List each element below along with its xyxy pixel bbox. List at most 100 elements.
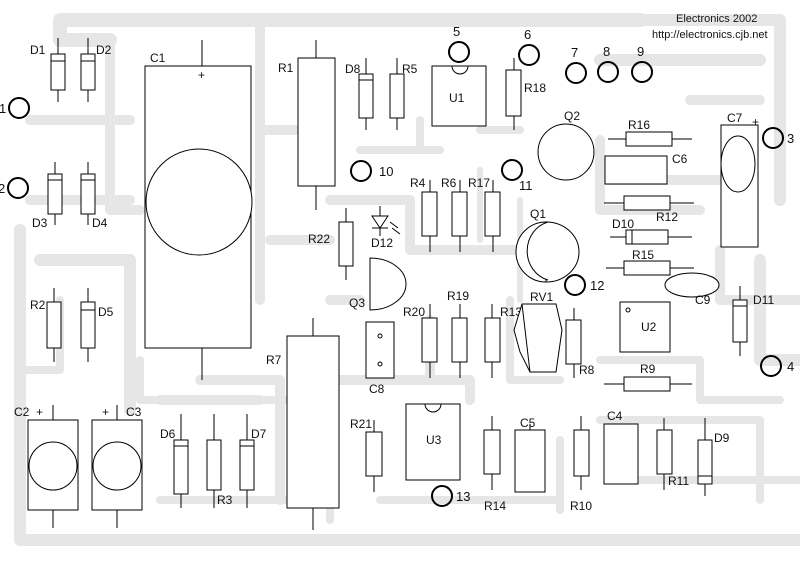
resistor-r11: R11 [656, 418, 689, 490]
pad-number-8: 8 [603, 44, 610, 59]
connection-pad-8: 8 [597, 44, 619, 83]
resistor-r10: R10 [570, 416, 592, 513]
label-d12: D12 [371, 236, 393, 250]
label-d3: D3 [32, 216, 48, 230]
capacitor-c4: C4 [603, 409, 639, 485]
diode-d5: D5 [80, 288, 114, 362]
label-r3: R3 [217, 493, 233, 507]
label-r13: R13 [500, 305, 522, 319]
connection-pad-2: 2 [0, 177, 29, 199]
diode-d8: D8 [345, 58, 374, 130]
led-d12: D12 [371, 206, 401, 250]
label-r5: R5 [402, 62, 418, 76]
c1-plus-sign: + [198, 68, 205, 82]
diode-d3: D3 [32, 162, 63, 230]
pad-number-2: 2 [0, 181, 5, 196]
header-title: Electronics 2002 [676, 13, 757, 25]
label-d2: D2 [96, 43, 112, 57]
label-c8: C8 [369, 382, 385, 396]
resistor-r5: R5 [389, 58, 418, 130]
resistor-r17: R17 [468, 176, 501, 252]
label-r9: R9 [640, 362, 656, 376]
capacitor-c6: C6 [604, 152, 688, 185]
diode-d7: D7 [239, 414, 267, 508]
pad-number-1: 1 [0, 101, 6, 116]
resistor-r12: R12 [604, 195, 694, 224]
label-d6: D6 [160, 427, 176, 441]
label-r8: R8 [579, 363, 595, 377]
resistor-r19: R19 [447, 289, 469, 378]
connection-pad-1: 1 [0, 97, 30, 119]
capacitor-c3: + C3 [91, 405, 143, 528]
label-r22: R22 [308, 232, 330, 246]
label-r14: R14 [484, 499, 506, 513]
transistor-q1: Q1 [515, 207, 580, 283]
label-c5: C5 [520, 416, 536, 430]
label-r19: R19 [447, 289, 469, 303]
resistor-r2: R2 [30, 288, 62, 362]
label-r10: R10 [570, 499, 592, 513]
label-r21: R21 [350, 417, 372, 431]
header-url: http://electronics.cjb.net [652, 29, 768, 41]
transistor-q3: Q3 [349, 257, 407, 311]
diode-d1: D1 [30, 38, 66, 102]
label-c1: C1 [150, 51, 166, 65]
connection-pad-9: 9 [631, 44, 653, 83]
pad-number-5: 5 [453, 24, 460, 39]
resistor-r1: R1 [278, 40, 336, 210]
capacitor-c1: + C1 [144, 40, 253, 380]
capacitor-c9: C9 [664, 272, 720, 307]
connection-pad-3: 3 [762, 127, 794, 149]
pad-number-4: 4 [787, 359, 794, 374]
label-rv1: RV1 [530, 290, 553, 304]
label-r1: R1 [278, 61, 294, 75]
label-q1: Q1 [530, 207, 546, 221]
pad-number-10: 10 [379, 164, 393, 179]
label-r18: R18 [524, 81, 546, 95]
copper-traces [14, 13, 800, 546]
resistor-r13: R13 [484, 304, 522, 378]
label-c4: C4 [607, 409, 623, 423]
pad-number-11: 11 [519, 178, 533, 193]
label-u2: U2 [641, 320, 657, 334]
c2-plus-sign: + [36, 405, 43, 419]
connection-pad-6: 6 [518, 27, 540, 66]
connection-pad-13: 13 [431, 485, 470, 507]
pad-number-7: 7 [571, 45, 578, 60]
diode-d6: D6 [160, 414, 189, 508]
label-c2: C2 [14, 405, 30, 419]
connection-pad-4: 4 [760, 355, 794, 377]
label-d1: D1 [30, 43, 46, 57]
label-d4: D4 [92, 216, 108, 230]
label-d5: D5 [98, 305, 114, 319]
label-r20: R20 [403, 305, 425, 319]
connection-pad-5: 5 [448, 24, 470, 63]
ic-u1: U1 [431, 65, 487, 127]
capacitor-c2: + C2 [14, 405, 79, 528]
diode-d2: D2 [80, 38, 112, 102]
resistor-r4: R4 [410, 176, 438, 252]
resistor-r21: R21 [350, 417, 383, 492]
resistor-r8: R8 [565, 308, 595, 378]
pad-number-9: 9 [637, 44, 644, 59]
ic-u2: U2 [619, 301, 671, 353]
diode-d10: D10 [610, 217, 692, 245]
label-d10: D10 [612, 217, 634, 231]
label-d7: D7 [251, 427, 267, 441]
resistor-r20: R20 [403, 304, 438, 378]
capacitor-c5: C5 [514, 416, 546, 493]
label-c6: C6 [672, 152, 688, 166]
connection-pad-11: 11 [501, 159, 533, 193]
label-r4: R4 [410, 176, 426, 190]
capacitor-c8: C8 [365, 321, 395, 396]
label-c3: C3 [126, 405, 142, 419]
resistor-r3: R3 [206, 414, 233, 508]
label-r6: R6 [441, 176, 457, 190]
label-c7: C7 [727, 111, 743, 125]
pad-number-6: 6 [524, 27, 531, 42]
resistor-r6: R6 [441, 176, 468, 252]
pad-number-13: 13 [456, 489, 470, 504]
ic-u3: U3 [405, 403, 461, 481]
